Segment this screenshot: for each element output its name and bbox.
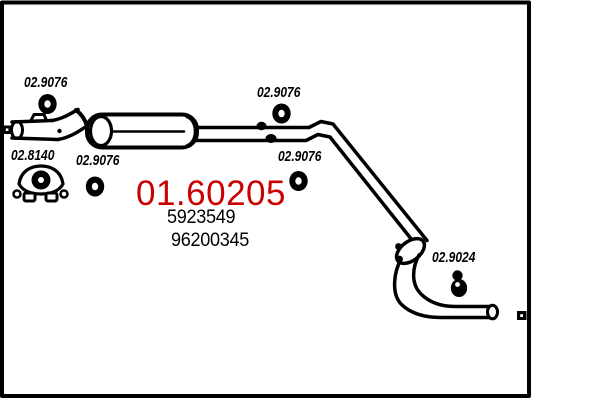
- tailpipe-marker: [517, 311, 527, 320]
- gasket-ring-icon: [85, 176, 105, 197]
- gasket-ring-icon: [38, 94, 57, 114]
- oe-number-1: 5923549: [167, 207, 236, 228]
- callout-front-gasket: 02.9076: [24, 74, 68, 91]
- inlet-marker: [3, 125, 11, 134]
- rubber-mount-icon: [12, 164, 69, 203]
- oe-number-2: 96200345: [171, 230, 250, 251]
- callout-front-mount: 02.8140: [11, 147, 55, 164]
- main-part-number: 01.60205: [136, 174, 286, 213]
- muffler-body: [85, 112, 199, 150]
- rear-hanger-icon: [450, 270, 468, 297]
- callout-mid-gasket-top: 02.9076: [257, 84, 301, 101]
- pipe-bracket: [256, 121, 277, 143]
- callout-mid-gasket-left: 02.9076: [76, 152, 120, 169]
- callout-mid-gasket-bottom: 02.9076: [278, 148, 322, 165]
- front-pipe: [10, 107, 89, 142]
- tail-pipe: [392, 253, 499, 321]
- gasket-ring-icon: [289, 171, 308, 191]
- drawing-frame: [0, 0, 531, 398]
- gasket-ring-icon: [272, 103, 291, 124]
- callout-rear-hanger: 02.9024: [432, 249, 476, 266]
